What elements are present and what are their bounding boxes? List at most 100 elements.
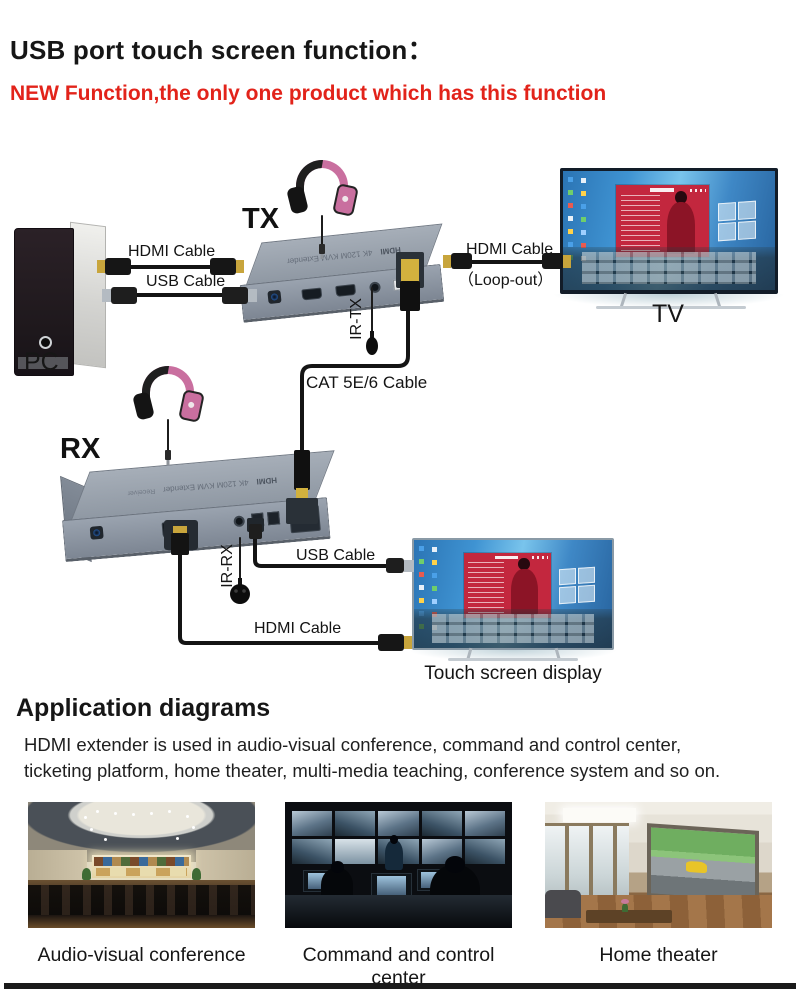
sofa xyxy=(545,890,582,918)
windows-logo-pane xyxy=(717,222,736,242)
media-player-window xyxy=(616,185,710,257)
plant xyxy=(82,867,92,880)
caption-audio-visual-conference: Audio-visual conference xyxy=(37,944,246,966)
headphone-earcup-right xyxy=(332,183,359,217)
tv-shadow xyxy=(552,294,786,308)
hdmi-cable-rx-label: HDMI Cable xyxy=(254,620,342,637)
windows-logo-pane xyxy=(717,202,736,222)
ir-rx-eye xyxy=(242,589,246,593)
tx-hdmi-port-1 xyxy=(301,287,323,301)
player-playlist xyxy=(620,195,660,251)
page-title: USB port touch screen function： xyxy=(10,35,434,65)
tx-extender: HDMI 4K 120M KVM Extender xyxy=(235,223,454,344)
monitor-tile xyxy=(421,810,462,836)
singer-head xyxy=(518,558,530,570)
rx-device-text: 4K 120M KVM Extender xyxy=(162,477,250,494)
headphone-earcup-right xyxy=(178,389,205,423)
pc-label: PC xyxy=(24,348,59,376)
touch-screen xyxy=(414,540,612,648)
pc-front-panel xyxy=(14,228,74,376)
rx-label: RX xyxy=(60,433,101,465)
tx-label: TX xyxy=(242,203,280,235)
touch-display-label: Touch screen display xyxy=(424,663,602,684)
headphone-band-shadow xyxy=(296,160,324,202)
monitor-tile xyxy=(335,810,376,836)
media-player-window xyxy=(463,552,551,618)
tv-stand-base xyxy=(596,306,746,309)
ceiling-lights xyxy=(96,809,100,813)
usb-cable-rx-label: USB Cable xyxy=(296,547,376,564)
windows-logo-pane xyxy=(558,568,576,586)
description-line-2: ticketing platform, home theater, multi-… xyxy=(24,760,721,782)
pc-tower xyxy=(14,221,106,376)
photo-command-control-center xyxy=(285,802,512,928)
desktop-icons xyxy=(568,177,573,182)
application-description: HDMI extender is used in audio-visual co… xyxy=(24,732,764,785)
monitor-tile xyxy=(464,838,506,864)
tv-label: TV xyxy=(652,300,684,328)
bottom-divider-bar xyxy=(4,983,796,989)
monitor-tile xyxy=(464,810,506,836)
hdmi-cable-pc-tx-label: HDMI Cable xyxy=(128,243,216,260)
window-wall xyxy=(545,823,629,897)
description-line-1: HDMI extender is used in audio-visual co… xyxy=(24,734,682,755)
windows-logo-pane xyxy=(737,220,756,240)
new-function-note: NEW Function,the only one product which … xyxy=(10,82,607,105)
singer-figure xyxy=(511,568,538,616)
onscreen-keyboard xyxy=(414,609,612,648)
conference-video-wall xyxy=(91,854,192,878)
plant xyxy=(191,867,201,880)
loopout-note-label: （Loop-out） xyxy=(458,272,554,289)
windows-logo xyxy=(717,200,756,242)
operator-standing xyxy=(384,834,404,871)
monitor-tile xyxy=(378,810,419,836)
tx-device-text: 4K 120M KVM Extender xyxy=(286,247,373,266)
pc-side-panel xyxy=(70,221,106,369)
player-search-bar xyxy=(649,188,674,193)
player-controls xyxy=(532,556,548,559)
tx-usb-port xyxy=(392,278,407,291)
tx-power-jack xyxy=(267,289,282,305)
rx-hdmi-port xyxy=(161,519,193,539)
monitor-tile xyxy=(291,810,333,836)
singer-figure xyxy=(667,202,696,254)
cat-cable-label: CAT 5E/6 Cable xyxy=(306,373,428,392)
rx-usb-port-1 xyxy=(251,512,265,527)
hdmi-plug-tip xyxy=(404,636,412,649)
rx-receiver-text: Receiver xyxy=(127,486,156,496)
ir-tx-label: IR-TX xyxy=(348,298,365,340)
ir-tx-emitter xyxy=(366,337,378,355)
player-controls xyxy=(689,188,707,192)
rx-rj45-port xyxy=(288,504,321,534)
windows-logo-pane xyxy=(577,585,595,603)
pc-power-button xyxy=(39,336,52,349)
ir-rx-neck xyxy=(238,578,242,585)
headphones-tx xyxy=(286,160,359,222)
conference-chairs xyxy=(28,885,255,916)
windows-logo-pane xyxy=(737,200,756,220)
application-heading: Application diagrams xyxy=(16,694,271,722)
rx-hdmi-mark: HDMI xyxy=(256,474,278,486)
tv xyxy=(560,168,778,294)
coffee-table xyxy=(585,910,673,923)
theater-screen xyxy=(647,823,760,905)
monitor-tile xyxy=(335,838,376,864)
ceiling-light-panel xyxy=(563,808,636,823)
monitor-tile xyxy=(291,838,333,864)
racing-car xyxy=(686,861,708,874)
tx-hdmi-mark: HDMI xyxy=(379,244,402,256)
control-desk xyxy=(285,895,512,928)
usb-plug-body xyxy=(111,287,137,304)
rx-ir-jack xyxy=(233,515,246,528)
audio-plug xyxy=(165,450,171,460)
caption-home-theater: Home theater xyxy=(599,944,718,966)
headphone-band-shadow xyxy=(142,366,170,408)
rx-usb-port-2 xyxy=(267,511,281,526)
headphones-rx xyxy=(132,366,205,428)
flower-vase xyxy=(621,898,630,912)
windows-logo xyxy=(558,566,595,604)
ir-rx-label: IR-RX xyxy=(219,544,236,588)
tx-ir-jack xyxy=(368,281,382,294)
hdmi-plug-body xyxy=(378,634,404,651)
usb-cable-pc-tx-label: USB Cable xyxy=(146,273,226,290)
